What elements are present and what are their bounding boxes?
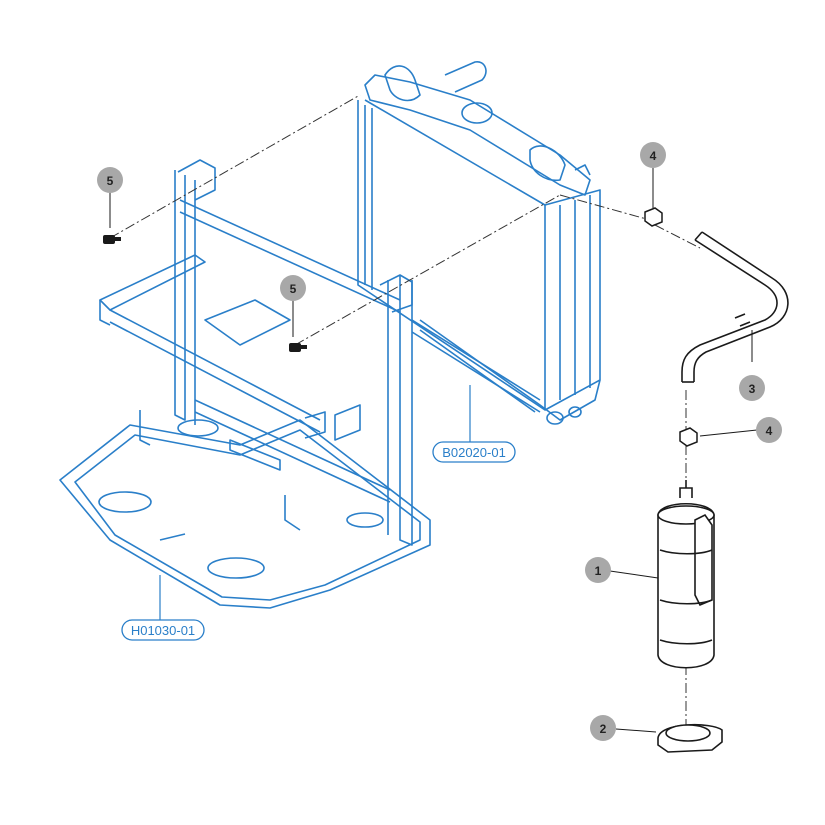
callout-bolt-left: 5 (97, 167, 123, 193)
svg-text:3: 3 (749, 382, 756, 396)
frame-assembly (59, 159, 541, 609)
callout-clip-upper: 4 (640, 142, 666, 168)
receiver-drier-icon (657, 480, 715, 669)
frame-reference-label: H01030-01 (121, 619, 205, 641)
svg-text:B02020-01: B02020-01 (442, 445, 506, 460)
callout-drier-bracket: 2 (590, 715, 616, 741)
svg-text:1: 1 (595, 564, 602, 578)
callout-leaders (109, 168, 758, 733)
callout-receiver-drier: 1 (585, 557, 611, 583)
clip-upper-icon (644, 207, 663, 227)
svg-text:5: 5 (107, 174, 114, 188)
hose-icon (681, 231, 789, 383)
svg-text:5: 5 (290, 282, 297, 296)
clip-lower-icon (679, 427, 698, 447)
radiator-assembly (357, 61, 601, 425)
svg-text:4: 4 (766, 424, 773, 438)
callout-bolt-center: 5 (280, 275, 306, 301)
drier-bracket-icon (657, 723, 723, 753)
svg-text:4: 4 (650, 149, 657, 163)
svg-text:2: 2 (600, 722, 607, 736)
callout-clip-lower: 4 (756, 417, 782, 443)
bolt-center-icon (289, 343, 307, 352)
reference-leaders (159, 385, 471, 622)
svg-text:H01030-01: H01030-01 (131, 623, 195, 638)
assembly-lines (109, 94, 701, 725)
radiator-reference-label: B02020-01 (432, 441, 516, 463)
callout-hose: 3 (739, 375, 765, 401)
bolt-left-icon (103, 235, 121, 244)
